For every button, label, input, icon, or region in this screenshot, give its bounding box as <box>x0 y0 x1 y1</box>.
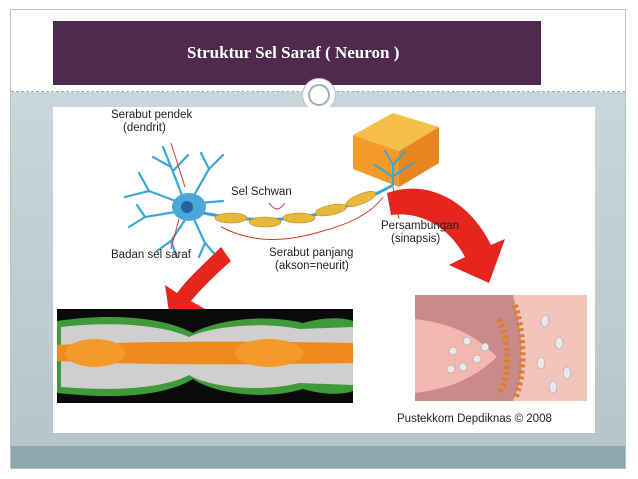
circle-ornament-icon <box>302 78 336 112</box>
label-synapse-2: (sinapsis) <box>391 233 441 245</box>
label-dendrite-1: Serabut pendek <box>111 109 193 121</box>
figure-credit: Pustekkom Depdiknas © 2008 <box>397 413 552 425</box>
slide-footer-band <box>11 446 625 468</box>
label-schwann: Sel Schwan <box>231 186 292 198</box>
label-cell-body: Badan sel saraf <box>111 249 191 261</box>
label-axon-2: (akson=neurit) <box>275 260 349 272</box>
arrow-left <box>165 247 231 325</box>
label-dendrite-2: (dendrit) <box>123 122 166 134</box>
dendrites <box>123 145 225 259</box>
arrow-right <box>387 188 505 283</box>
circle-ornament-inner <box>308 84 330 106</box>
axon-terminal <box>374 150 414 186</box>
myelin-sheath <box>214 191 377 228</box>
label-axon-1: Serabut panjang <box>269 247 354 259</box>
target-tissue <box>353 113 439 187</box>
slide-title: Struktur Sel Saraf ( Neuron ) <box>187 43 400 62</box>
nucleus <box>181 201 193 213</box>
title-bar: Struktur Sel Saraf ( Neuron ) <box>53 21 541 85</box>
neuron-illustration <box>57 113 587 403</box>
neuron-figure: Serabut pendek (dendrit) Sel Schwan Bada… <box>53 107 595 433</box>
axon-closeup <box>57 309 353 403</box>
label-synapse-1: Persambungan <box>381 220 459 232</box>
synapse-closeup <box>415 295 587 401</box>
